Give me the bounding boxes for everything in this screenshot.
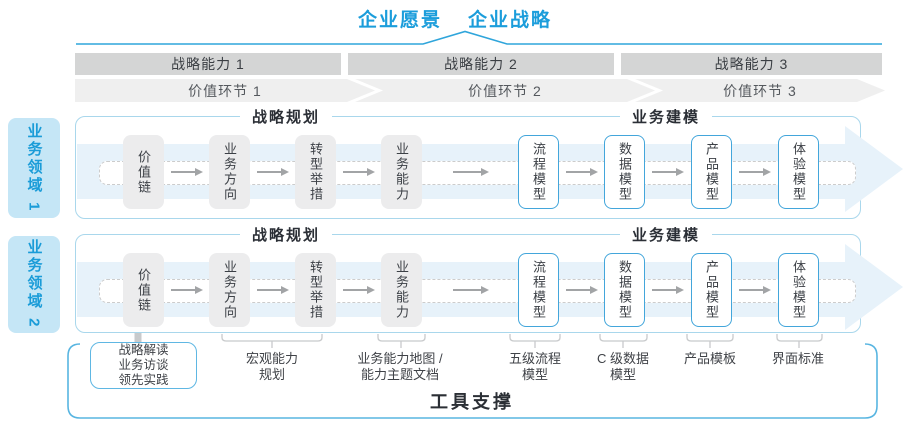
- transformation-box[interactable]: 转型举措: [295, 135, 336, 209]
- title-underline-caret: [76, 30, 882, 45]
- product-model-box[interactable]: 产品模型: [691, 135, 732, 209]
- value-link-chevron-1: 价值环节 1: [75, 79, 375, 102]
- flow-arrow-icon: [652, 167, 684, 176]
- flow-arrow-icon: [343, 167, 375, 176]
- strategy-title: 企业战略: [468, 10, 553, 31]
- planning-header: 战略规划: [239, 224, 333, 245]
- value-chain-box[interactable]: 价值链: [123, 253, 164, 327]
- practice-note-box: 战略解读 业务访谈 领先实践: [90, 342, 197, 389]
- planning-header: 战略规划: [239, 106, 333, 127]
- flow-arrow-icon: [453, 167, 489, 176]
- process-model-box[interactable]: 流程模型: [518, 253, 559, 327]
- business-direction-box[interactable]: 业务方向: [209, 135, 250, 209]
- vision-title: 企业愿景: [357, 10, 442, 31]
- capability-map-label: 业务能力地图 / 能力主题文档: [357, 351, 443, 382]
- transformation-box[interactable]: 转型举措: [295, 253, 336, 327]
- brace-icon: [599, 334, 648, 348]
- process-model-label: 五级流程 模型: [508, 351, 562, 382]
- business-capability-box[interactable]: 业务能力: [381, 253, 422, 327]
- capability-bar-3: 战略能力 3: [621, 53, 882, 75]
- domain-1-lane: 战略规划 业务建模 价值链 业务方向 转型举措 业务能力 流程模型 数据模型 产…: [75, 106, 903, 219]
- band-arrowhead-icon: [845, 244, 903, 330]
- flow-arrow-icon: [566, 167, 598, 176]
- value-chain-box[interactable]: 价值链: [123, 135, 164, 209]
- band-arrowhead-icon: [845, 126, 903, 212]
- domain-2-lane: 战略规划 业务建模 价值链 业务方向 转型举措 业务能力 流程模型 数据模型 产…: [75, 224, 903, 333]
- brace-icon: [776, 334, 823, 348]
- modeling-header: 业务建模: [619, 106, 713, 127]
- brace-icons: [221, 334, 823, 348]
- value-link-chevron-2: 价值环节 2: [355, 79, 655, 102]
- data-model-label: C 级数据 模型: [596, 351, 650, 382]
- data-model-box[interactable]: 数据模型: [604, 135, 645, 209]
- flow-arrow-icon: [739, 285, 771, 294]
- value-link-chevron-3: 价值环节 3: [635, 79, 885, 102]
- flow-arrow-icon: [566, 285, 598, 294]
- brace-icon: [221, 334, 323, 348]
- experience-model-box[interactable]: 体验模型: [778, 135, 819, 209]
- sidebar-item-domain-1[interactable]: 业务领域 1: [8, 118, 60, 218]
- flow-arrow-icon: [171, 167, 203, 176]
- experience-model-box[interactable]: 体验模型: [778, 253, 819, 327]
- brace-icon: [686, 334, 734, 348]
- flow-arrow-icon: [739, 167, 771, 176]
- process-model-box[interactable]: 流程模型: [518, 135, 559, 209]
- page-title: 企业愿景 企业战略: [0, 5, 910, 32]
- flow-arrow-icon: [652, 285, 684, 294]
- flow-arrow-icon: [257, 285, 289, 294]
- flow-arrow-icon: [171, 285, 203, 294]
- brace-icon: [377, 334, 426, 348]
- flow-arrow-icon: [453, 285, 489, 294]
- flow-arrow-icon: [257, 167, 289, 176]
- macro-capability-label: 宏观能力 规划: [245, 351, 299, 382]
- sidebar-item-domain-2[interactable]: 业务领域 2: [8, 236, 60, 333]
- product-template-label: 产品模板: [683, 351, 737, 366]
- business-direction-box[interactable]: 业务方向: [209, 253, 250, 327]
- flow-arrow-icon: [343, 285, 375, 294]
- capability-bar-1: 战略能力 1: [75, 53, 341, 75]
- capability-bar-2: 战略能力 2: [348, 53, 614, 75]
- product-model-box[interactable]: 产品模型: [691, 253, 732, 327]
- modeling-header: 业务建模: [619, 224, 713, 245]
- ui-standard-label: 界面标准: [771, 351, 825, 366]
- tool-support-label: 工具支撑: [430, 392, 514, 412]
- business-capability-box[interactable]: 业务能力: [381, 135, 422, 209]
- data-model-box[interactable]: 数据模型: [604, 253, 645, 327]
- brace-icon: [509, 334, 561, 348]
